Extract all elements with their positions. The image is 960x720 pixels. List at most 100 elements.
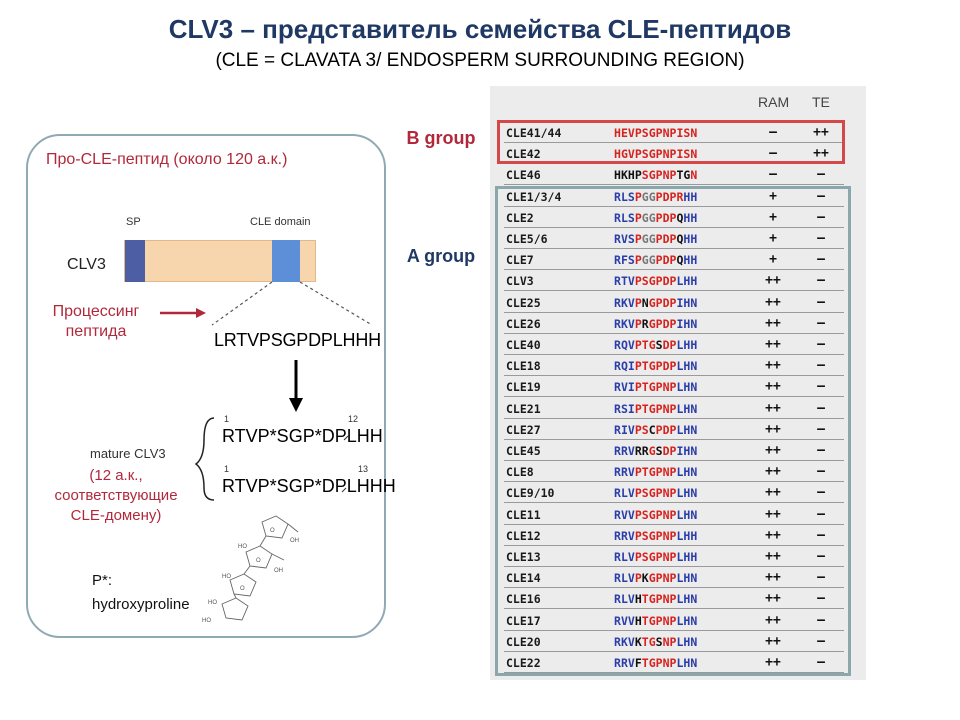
ram-activity: ++: [765, 655, 781, 670]
ram-activity: ++: [765, 400, 781, 416]
residue: L: [676, 465, 684, 480]
cle-name: CLE46: [506, 168, 541, 183]
residue: G: [648, 528, 656, 543]
residue: N: [662, 507, 670, 522]
te-activity: –: [817, 591, 825, 607]
seq1-start-index: 1: [224, 414, 230, 424]
row-divider: [504, 396, 844, 398]
residue: H: [683, 295, 691, 310]
residue: H: [614, 168, 621, 183]
residue: L: [676, 528, 684, 543]
row-divider: [504, 354, 844, 355]
residue: N: [662, 486, 670, 501]
residue: R: [614, 189, 621, 204]
residue: R: [620, 656, 628, 670]
te-activity: ++: [813, 146, 829, 162]
cle-name: CLE21: [506, 401, 541, 416]
te-activity: –: [817, 464, 825, 480]
ram-activity: –: [769, 125, 777, 140]
residue: P: [634, 126, 642, 140]
residue: G: [648, 168, 656, 183]
residue: L: [676, 401, 684, 416]
residue: L: [620, 486, 628, 501]
residue: S: [641, 168, 649, 183]
residue: K: [620, 295, 628, 310]
residue: P: [669, 338, 677, 352]
row-divider: [504, 375, 844, 377]
residue: L: [620, 189, 628, 204]
svg-text:HO: HO: [208, 600, 217, 606]
te-activity: ++: [813, 125, 829, 140]
residue: R: [614, 571, 621, 586]
residue: H: [683, 613, 691, 628]
svg-text:HO: HO: [222, 574, 231, 580]
row-divider: [504, 544, 844, 546]
cle-name: CLE7: [506, 253, 534, 268]
row-divider: [504, 226, 844, 228]
residue: T: [641, 338, 649, 352]
residue: H: [683, 232, 691, 246]
residue: R: [614, 338, 621, 352]
residue: P: [655, 422, 663, 437]
residue: G: [648, 126, 656, 140]
residue: P: [655, 401, 663, 416]
residue: L: [676, 338, 684, 352]
residue: L: [676, 634, 684, 649]
residue: N: [690, 613, 698, 628]
residue: S: [655, 338, 663, 352]
residue: R: [614, 444, 621, 458]
residue: H: [683, 550, 691, 564]
cle-name: CLE25: [506, 295, 541, 310]
residue: N: [690, 168, 698, 183]
residue: L: [676, 550, 684, 564]
residue: V: [627, 528, 635, 543]
ram-column-header: RAM: [758, 94, 790, 110]
residue: G: [648, 592, 656, 607]
residue: T: [641, 634, 649, 649]
residue: P: [634, 550, 642, 564]
cle-name: CLE27: [506, 422, 541, 437]
residue: P: [655, 295, 663, 310]
residue: D: [662, 253, 670, 268]
row-divider: [504, 142, 844, 143]
a-group-outline: [495, 186, 851, 676]
residue: S: [655, 444, 663, 458]
residue: P: [634, 359, 642, 374]
ram-activity: ++: [765, 294, 781, 310]
te-activity: –: [817, 379, 825, 395]
left-diagram-lines: [160, 281, 373, 501]
cle-domain-segment: [272, 240, 300, 282]
residue: P: [655, 210, 663, 225]
residue: G: [648, 295, 656, 310]
svg-text:O: O: [240, 586, 245, 592]
residue: V: [627, 550, 635, 564]
residue: N: [662, 550, 670, 564]
residue: H: [614, 126, 621, 140]
slide-subtitle: (CLE = CLAVATA 3/ ENDOSPERM SURROUNDING …: [215, 50, 745, 71]
residue: P: [669, 486, 677, 501]
residue: P: [655, 507, 663, 522]
residue: P: [655, 147, 663, 162]
cle-sequence: RVVPSGPNPLHN: [614, 508, 697, 522]
cle-sequence: RLVHTGPNPLHN: [614, 592, 697, 606]
cle-sequence: RRVPSGPNPLHH: [614, 529, 697, 543]
row-divider: [504, 417, 844, 419]
clv3-gene-label: CLV3: [67, 256, 106, 273]
ram-activity: ++: [765, 506, 781, 522]
residue: P: [655, 486, 663, 501]
te-activity: –: [817, 421, 825, 437]
cle-sequence: RFSPGGPDPQHH: [614, 253, 697, 267]
residue: H: [683, 338, 691, 352]
cle-sequence: RVIPTGPNPLHN: [614, 380, 697, 394]
residue: I: [627, 401, 635, 416]
residue: V: [627, 571, 635, 586]
residue: R: [641, 444, 649, 458]
residue: R: [614, 359, 621, 374]
